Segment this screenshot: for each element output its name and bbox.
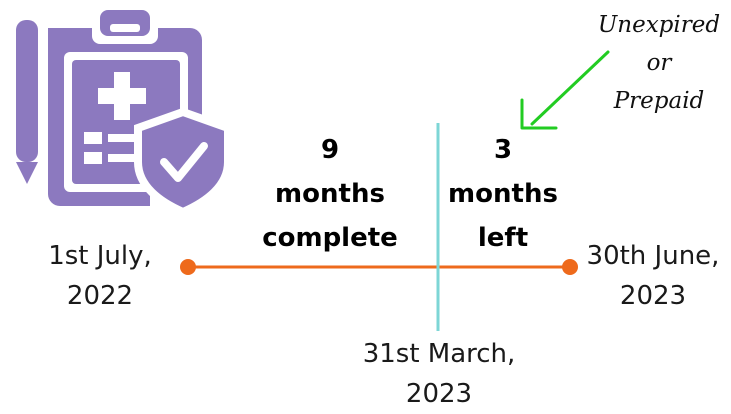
elapsed-unit: months — [275, 179, 385, 209]
remaining-unit: months — [448, 179, 558, 209]
current-date-line-2: 2023 — [405, 379, 473, 409]
medical-record-shield-icon — [16, 10, 232, 217]
annotation-line-3: Prepaid — [613, 88, 705, 114]
annotation-text: Unexpired or Prepaid — [592, 6, 726, 120]
current-date-label: 31st March, 2023 — [344, 334, 534, 414]
remaining-value: 3 — [493, 135, 513, 165]
start-date-label: 1st July, 2022 — [26, 236, 174, 316]
remaining-status: left — [477, 223, 529, 253]
start-date-line-1: 1st July, — [48, 241, 152, 271]
end-point-marker — [562, 259, 578, 275]
end-date-label: 30th June, 2023 — [576, 236, 730, 316]
end-date-line-1: 30th June, — [586, 241, 720, 271]
annotation-line-2: or — [646, 50, 672, 76]
annotation-line-1: Unexpired — [597, 12, 721, 38]
end-date-line-2: 2023 — [619, 281, 687, 311]
current-date-line-1: 31st March, — [362, 339, 516, 369]
elapsed-period-label: 9 months complete — [248, 128, 412, 260]
elapsed-status: complete — [262, 223, 398, 253]
start-date-line-2: 2022 — [66, 281, 134, 311]
remaining-period-label: 3 months left — [432, 128, 574, 260]
start-point-marker — [180, 259, 196, 275]
elapsed-value: 9 — [320, 135, 340, 165]
annotation-arrow — [520, 50, 610, 130]
